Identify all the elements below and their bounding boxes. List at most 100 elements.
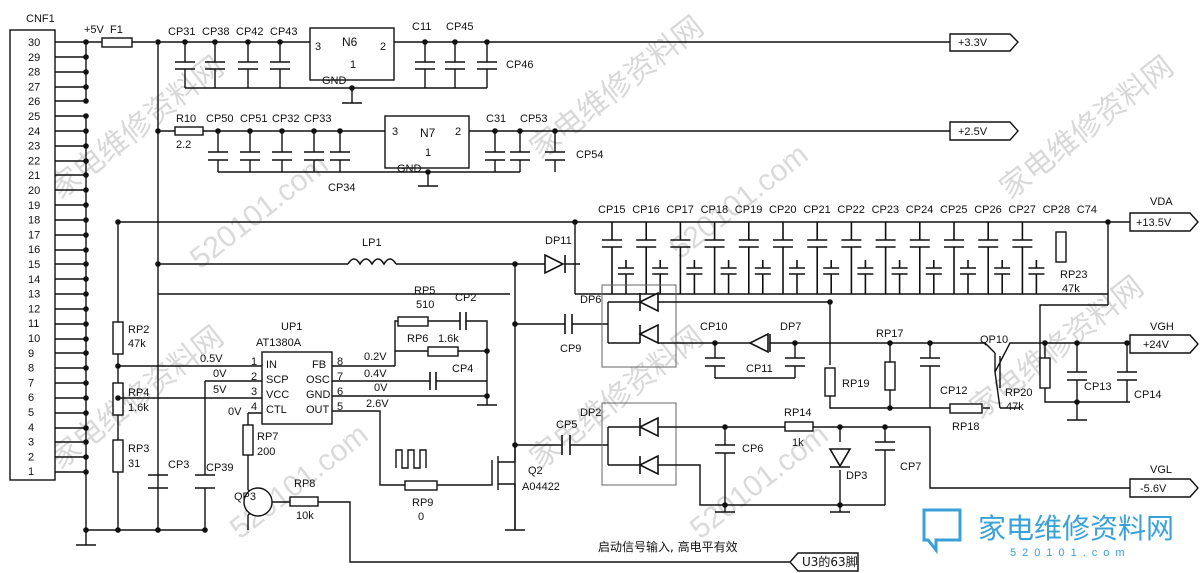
junction-dot (1105, 219, 1111, 225)
capacitor-cp14 (1117, 371, 1137, 381)
junction-dot (337, 128, 343, 134)
label-qp10: QP10 (980, 334, 1008, 346)
output-arrow-24v (1129, 334, 1199, 354)
vda-cap-label: CP17 (666, 204, 694, 216)
junction-dot (83, 410, 89, 416)
label-cp45: CP45 (446, 21, 474, 33)
label-rp3-val: 31 (128, 458, 140, 470)
connector-pin-label: 9 (28, 348, 34, 360)
label-rp6-val: 1.6k (438, 333, 459, 345)
label-rp17: RP17 (876, 328, 904, 340)
label-vgh: VGH (1150, 321, 1174, 333)
connector-pin-label: 19 (28, 200, 40, 212)
junction-dots (83, 39, 1130, 533)
wire (157, 41, 510, 530)
feedback-divider: RP2 47k RP4 1.6k RP3 31 CP3 CP39 (112, 321, 258, 530)
compensation-network: RP5 510 CP2 RP6 1.6k CP4 (394, 285, 497, 406)
resistor-r10 (174, 126, 204, 136)
switch-q2: RP9 0 Q2 A04422 (395, 445, 560, 531)
label-rp20: RP20 (1005, 387, 1033, 399)
label-cp39: CP39 (206, 462, 234, 474)
label-cp12: CP12 (940, 385, 968, 397)
junction-dot (422, 39, 428, 45)
connector-pin-label: 25 (28, 111, 40, 123)
connector-pin-label: 11 (28, 318, 39, 330)
n7-pin1: 1 (425, 147, 431, 159)
junction-dot (115, 395, 121, 401)
label-cp5: CP5 (556, 419, 577, 431)
label-cp4: CP4 (452, 363, 473, 375)
label-dp3: DP3 (846, 470, 867, 482)
label-up1-part: AT1380A (256, 337, 302, 349)
junction-dot (492, 128, 498, 134)
controller-up1: UP1 AT1380A IN SCP VCC CTL FB OSC GND OU… (200, 321, 487, 486)
logo-url: 520101.com (1010, 547, 1131, 559)
wire (889, 343, 931, 408)
connector-pin-label: 7 (28, 377, 34, 389)
label-cp51: CP51 (240, 113, 268, 125)
wire (714, 343, 796, 379)
connector-pin-label: 6 (28, 392, 34, 404)
watermark-text: 家电维修资料网 (993, 49, 1180, 206)
connector-pin-label: 15 (28, 259, 40, 271)
junction-dot (83, 350, 89, 356)
junction-dot (245, 39, 251, 45)
vda-cap-label: CP16 (632, 204, 660, 216)
label-c11: C11 (412, 21, 431, 33)
label-cp53: CP53 (520, 113, 548, 125)
wire (469, 130, 950, 172)
junction-dot (712, 340, 718, 346)
vda-cap-label: CP21 (803, 204, 831, 216)
rail-label-24v: +24V (1143, 339, 1170, 351)
label-cp11: CP11 (746, 363, 773, 375)
label-rp8: RP8 (294, 478, 315, 490)
label-rp14: RP14 (784, 407, 812, 419)
rail-label-neg5v6: -5.6V (1140, 483, 1167, 495)
label-cp46: CP46 (506, 59, 534, 71)
capacitor (175, 61, 290, 70)
capacitor (208, 151, 350, 161)
capacitor-cp10 (705, 357, 725, 367)
label-rp2-val: 47k (128, 338, 146, 350)
label-cp3: CP3 (168, 459, 189, 471)
vda-cap-label: CP26 (974, 204, 1002, 216)
voltage-pin4: 0V (228, 406, 242, 418)
junction-dot (155, 39, 161, 45)
capacitor-cp7 (875, 441, 895, 451)
label-n6: N6 (342, 35, 358, 49)
connector-pin-label: 18 (28, 215, 40, 227)
connector-pin-label: 30 (28, 37, 40, 49)
junction-dot (83, 425, 89, 431)
junction-dot (83, 439, 89, 445)
connector-pin-label: 10 (28, 333, 40, 345)
diode-dp6 (638, 291, 659, 345)
resistor-rp5 (397, 316, 429, 327)
junction-dot (83, 128, 89, 134)
capacitor-cp6 (715, 444, 735, 454)
junction-dot (83, 158, 89, 164)
label-cp34: CP34 (328, 182, 356, 194)
junction-dot (484, 393, 490, 399)
wire (158, 263, 580, 530)
junction-dot (212, 39, 218, 45)
junction-dot (927, 340, 933, 346)
controller-up1-body (261, 351, 333, 425)
junction-dot (83, 54, 89, 60)
resistor-rp8 (289, 496, 319, 507)
voltage-pin8: 0.2V (364, 351, 387, 363)
connector-pin-label: 29 (28, 52, 40, 64)
junction-dot (83, 202, 89, 208)
junction-dot (83, 217, 89, 223)
vgl-charge-pump: CP5 DP2 CP6 RP14 1k DP3 CP7 VGL -5.6V (515, 402, 1199, 513)
connector-pin-label: 1 (28, 466, 34, 478)
vda-cap-label: CP27 (1008, 204, 1036, 216)
resistor-rp3 (112, 439, 124, 473)
diode-dp7 (748, 332, 771, 354)
regulator-n7-body (384, 115, 470, 169)
label-vda: VDA (1150, 196, 1173, 208)
junction-dot (83, 395, 89, 401)
label-r10: R10 (176, 113, 196, 125)
label-rp23-val: 47k (1062, 283, 1080, 295)
label-r10-val: 2.2 (176, 139, 191, 151)
junction-dot (83, 527, 89, 533)
